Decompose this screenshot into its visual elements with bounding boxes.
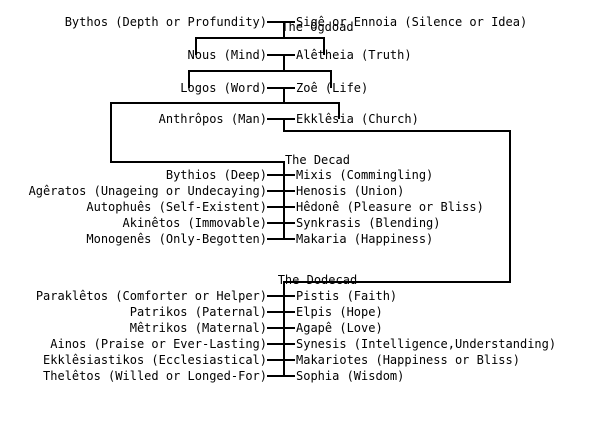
pair-row: Bythios (Deep) Mixis (Commingling) [0,167,600,183]
syzygy-connector-line [267,359,295,361]
descent-bracket-right-arm [330,70,332,88]
descent-bracket-left-arm [188,70,190,88]
aeon-label-right: Synesis (Intelligence,Understanding) [296,337,557,351]
section-heading-decad-label: The Decad [284,153,350,167]
aeon-label-left: Autophuês (Self-Existent) [86,200,267,214]
dodecad-entry-bracket [283,281,511,283]
descent-stem [283,87,285,104]
aeon-label-left: Mêtrikos (Maternal) [129,321,267,335]
pair-row: Ekklêsiastikos (Ecclesiastical) Makariot… [0,352,600,368]
syzygy-connector-line [267,206,295,208]
aeon-label-left: Nous (Mind) [187,48,267,62]
ekklesia-descent-stem [283,118,285,132]
aeon-label-right: Sigê or Ennoia (Silence or Idea) [296,15,528,29]
pair-row: Autophuês (Self-Existent) Hêdonê (Pleasu… [0,199,600,215]
decad-spine [283,161,285,240]
aeon-label-right: Agapê (Love) [296,321,383,335]
section-heading-ogdoad: The Ogdoad [0,6,600,48]
decad-entry-bracket [110,161,285,163]
syzygy-connector-line [267,375,295,377]
dodecad-entry-line [509,130,511,283]
aeon-label-right: Henosis (Union) [296,184,405,198]
pair-row: Monogenês (Only-Begotten) Makaria (Happi… [0,231,600,247]
aeon-label-left: Bythios (Deep) [165,168,267,182]
aeon-label-right: Elpis (Hope) [296,305,383,319]
pair-row: Mêtrikos (Maternal) Agapê (Love) [0,320,600,336]
pair-row: Paraklêtos (Comforter or Helper) Pistis … [0,288,600,304]
dodecad-spine [283,281,285,377]
section-heading-ogdoad-label: The Ogdoad [281,20,354,34]
aeon-label-right: Mixis (Commingling) [296,168,434,182]
descent-bracket-right-arm [323,37,325,55]
syzygy-connector-line [267,21,295,23]
pair-row: Akinêtos (Immovable) Synkrasis (Blending… [0,215,600,231]
aeon-label-right: Ekklêsia (Church) [296,112,419,126]
aeon-label-right: Alêtheia (Truth) [296,48,412,62]
aeon-label-left: Ekklêsiastikos (Ecclesiastical) [43,353,267,367]
syzygy-connector-line [267,343,295,345]
aeon-label-right: Pistis (Faith) [296,289,398,303]
descent-stem [283,21,285,39]
aeon-label-right: Makariotes (Happiness or Bliss) [296,353,520,367]
syzygy-connector-line [267,174,295,176]
aeon-label-left: Logos (Word) [180,81,267,95]
aeon-label-left: Agêratos (Unageing or Undecaying) [28,184,267,198]
pair-row: Anthrôpos (Man) Ekklêsia (Church) [0,111,600,127]
syzygy-connector-line [267,190,295,192]
syzygy-connector-line [267,222,295,224]
pair-row: Agêratos (Unageing or Undecaying) Henosi… [0,183,600,199]
descent-bracket [195,37,325,39]
pair-row: Patrikos (Paternal) Elpis (Hope) [0,304,600,320]
section-heading-dodecad-label: The Dodecad [277,273,358,287]
syzygy-connector-line [267,54,295,56]
aeon-label-left: Akinêtos (Immovable) [122,216,268,230]
syzygy-connector-line [267,87,295,89]
descent-bracket-right-arm [338,102,340,119]
aeon-label-left: Patrikos (Paternal) [129,305,267,319]
descent-bracket-left-arm [195,37,197,55]
section-heading-decad: The Decad [0,139,600,181]
aeon-label-left: Monogenês (Only-Begotten) [86,232,267,246]
pair-row: Nous (Mind) Alêtheia (Truth) [0,47,600,63]
pair-row: Logos (Word) Zoê (Life) [0,80,600,96]
aeon-label-left: Bythos (Depth or Profundity) [64,15,267,29]
syzygy-connector-line [267,238,295,240]
syzygy-connector-line [267,118,295,120]
syzygy-connector-line [267,295,295,297]
descent-bracket [188,70,332,72]
aeon-label-right: Synkrasis (Blending) [296,216,441,230]
descent-stem [283,54,285,72]
aeon-label-left: Ainos (Praise or Ever-Lasting) [50,337,267,351]
syzygy-connector-line [267,311,295,313]
ekklesia-descent-bracket [283,130,511,132]
pair-row: Thelêtos (Willed or Longed-For) Sophia (… [0,368,600,384]
aeon-label-right: Zoê (Life) [296,81,369,95]
aeon-label-left: Paraklêtos (Comforter or Helper) [35,289,267,303]
aeon-label-left: Thelêtos (Willed or Longed-For) [43,369,267,383]
aeon-label-right: Makaria (Happiness) [296,232,434,246]
aeon-label-right: Hêdonê (Pleasure or Bliss) [296,200,484,214]
anthropos-descent-line [110,102,112,163]
syzygy-connector-line [267,327,295,329]
pair-row: Ainos (Praise or Ever-Lasting) Synesis (… [0,336,600,352]
aeon-label-right: Sophia (Wisdom) [296,369,405,383]
descent-bracket [110,102,340,104]
aeon-emanation-diagram: The Ogdoad Bythos (Depth or Profundity) … [0,6,600,384]
pair-row: Bythos (Depth or Profundity) Sigê or Enn… [0,14,600,30]
aeon-label-left: Anthrôpos (Man) [158,112,267,126]
